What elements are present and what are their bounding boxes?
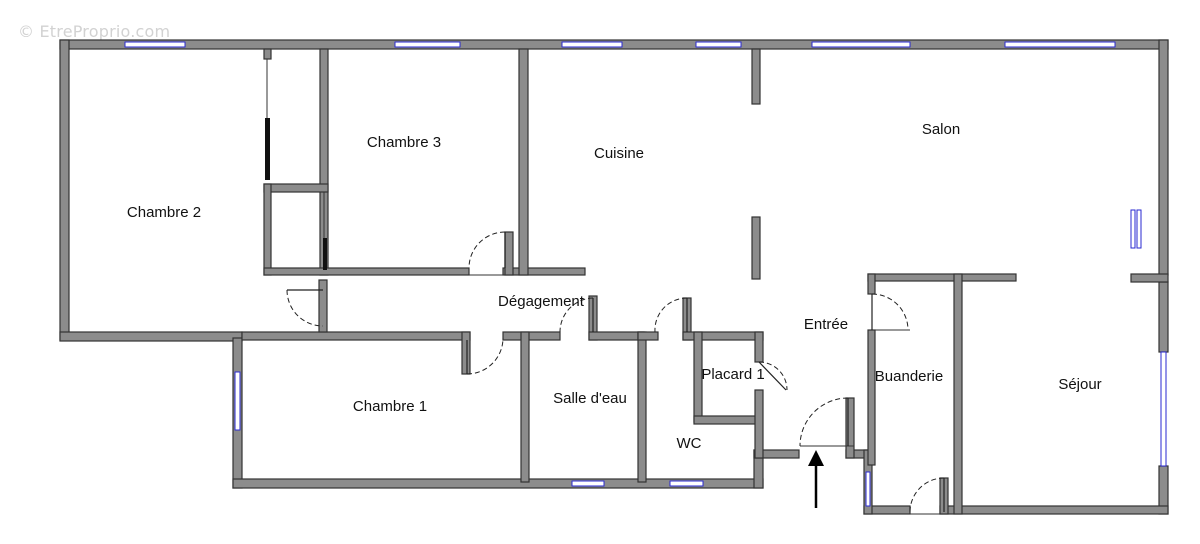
- room-label-sejour: Séjour: [1058, 376, 1101, 393]
- room-label-salle-eau: Salle d'eau: [553, 390, 627, 407]
- room-label-wc: WC: [677, 435, 702, 452]
- windows: [124, 41, 1167, 507]
- watermark-text: © EtreProprio.com: [18, 22, 171, 41]
- room-label-chambre-1: Chambre 1: [353, 398, 427, 415]
- room-label-entree: Entrée: [804, 316, 848, 333]
- thin-lines: [266, 59, 940, 515]
- entrance-arrow-icon: [808, 450, 824, 508]
- room-label-salon: Salon: [922, 121, 960, 138]
- interior-walls: [241, 48, 1169, 515]
- room-label-buanderie: Buanderie: [875, 368, 943, 385]
- room-label-chambre-2: Chambre 2: [127, 204, 201, 221]
- room-label-degagement: Dégagement: [498, 293, 585, 310]
- doors: [286, 231, 945, 513]
- room-label-cuisine: Cuisine: [594, 145, 644, 162]
- room-label-chambre-3: Chambre 3: [367, 134, 441, 151]
- room-label-placard-1: Placard 1: [701, 366, 764, 383]
